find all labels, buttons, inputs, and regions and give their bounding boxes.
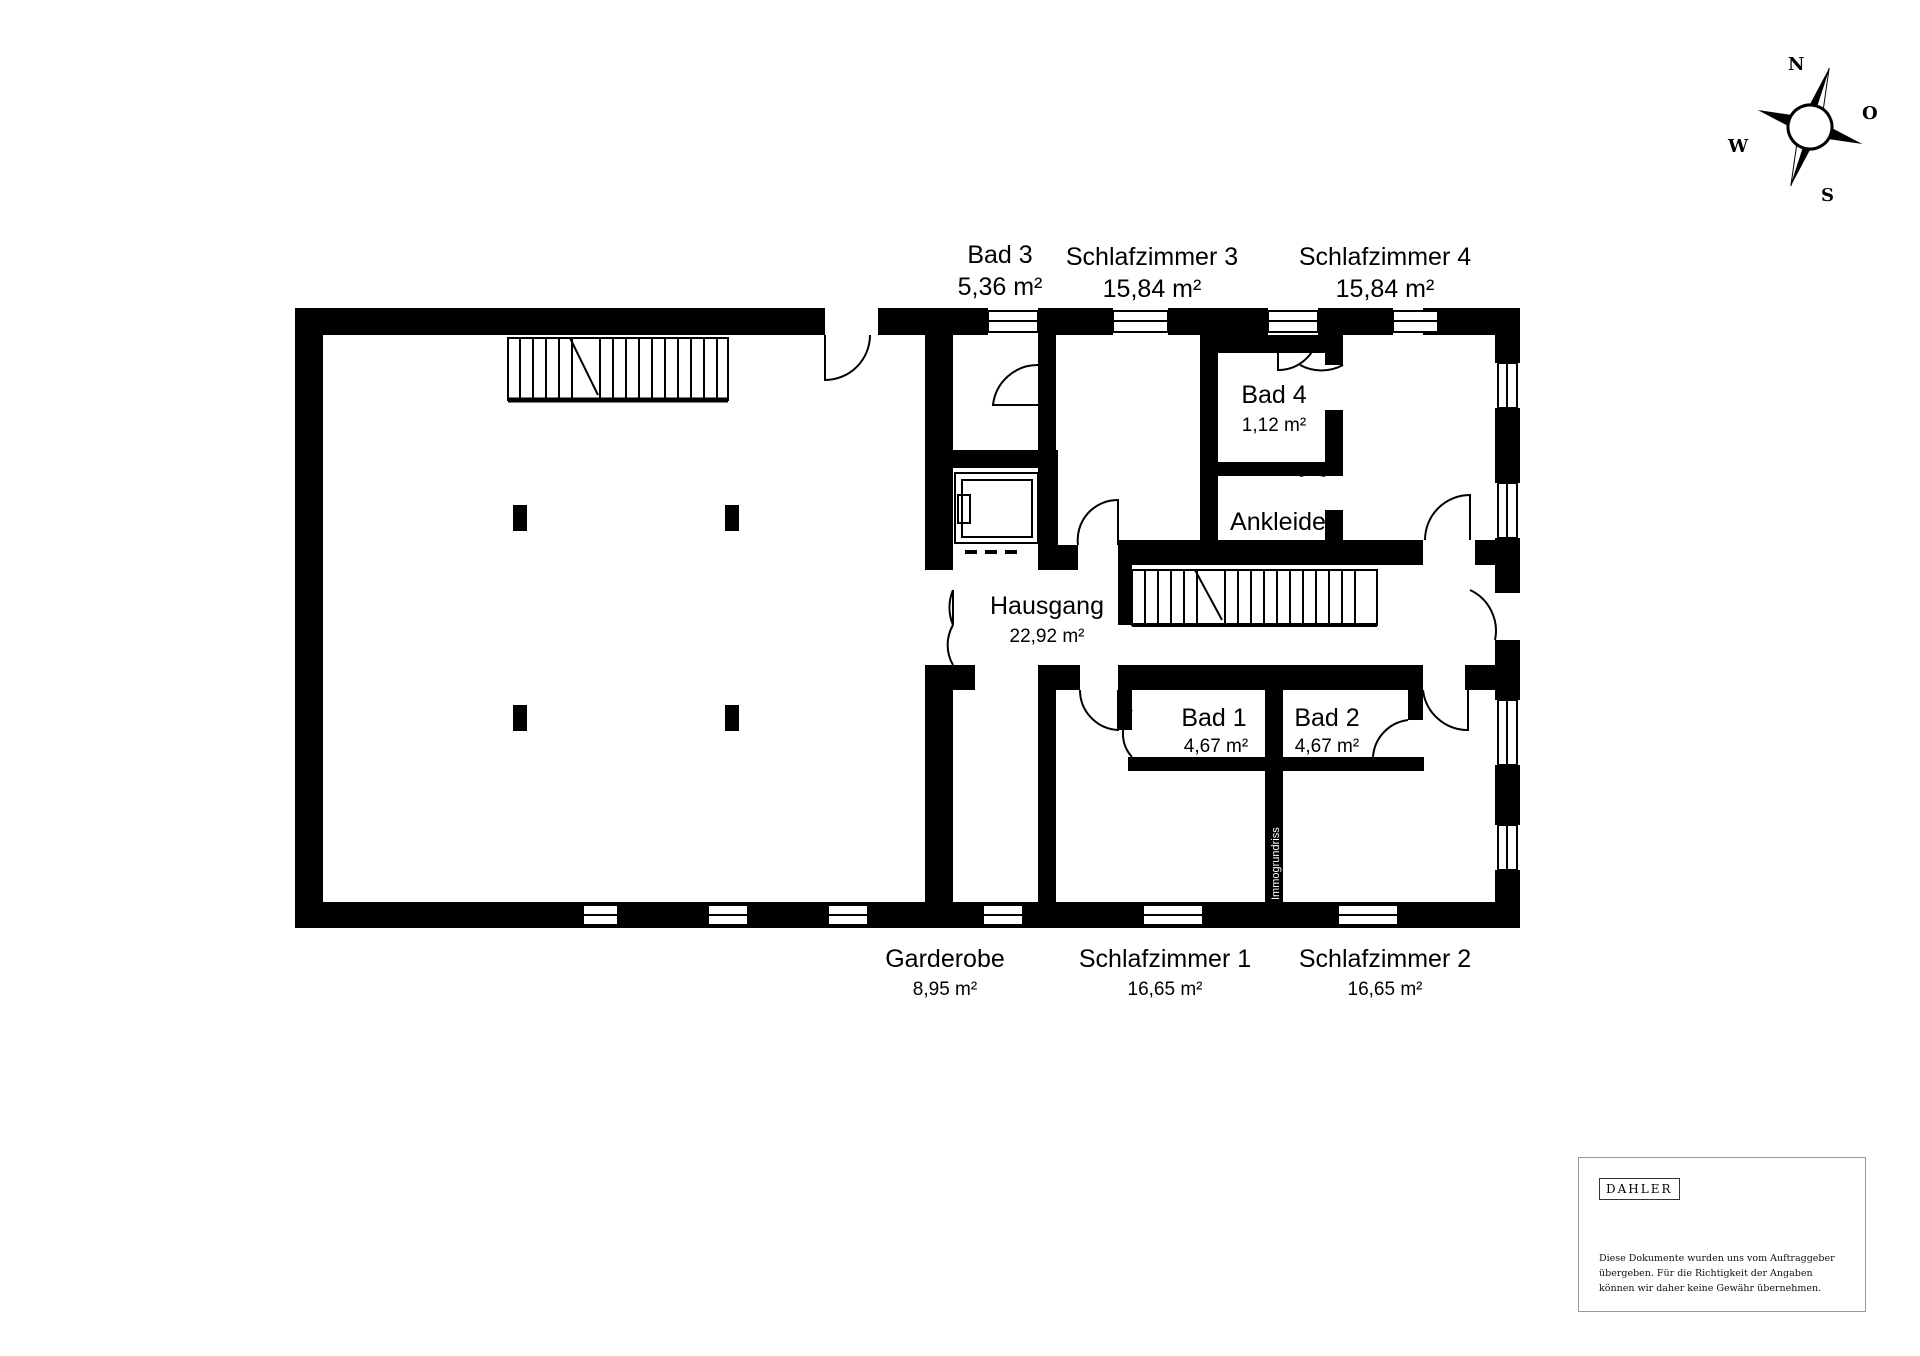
room-name-bad2: Bad 2	[1294, 704, 1359, 732]
compass-rose-icon: N O S W	[1727, 54, 1878, 206]
washer-fixture	[954, 472, 1039, 544]
room-area-hausgang: 22,92 m²	[1010, 626, 1085, 647]
room-area-bad2: 4,67 m²	[1295, 736, 1359, 757]
room-name-ankleide: Ankleide	[1230, 508, 1326, 536]
room-area-bad1: 4,67 m²	[1184, 736, 1248, 757]
room-area-garderobe: 8,95 m²	[913, 979, 977, 1000]
compass-south: S	[1821, 185, 1834, 206]
room-name-bad3: Bad 3	[967, 241, 1032, 269]
room-name-bad4: Bad 4	[1241, 381, 1306, 409]
room-name-schlaf4: Schlafzimmer 4	[1299, 243, 1471, 271]
compass-west: W	[1727, 136, 1749, 157]
room-area-schlaf2: 16,65 m²	[1348, 979, 1423, 1000]
compass-east: O	[1862, 103, 1878, 124]
walls	[295, 308, 1520, 928]
room-name-hausgang: Hausgang	[990, 592, 1104, 620]
room-name-schlaf1: Schlafzimmer 1	[1079, 945, 1251, 973]
staircase-hallway	[1131, 569, 1378, 627]
room-area-schlaf3: 15,84 m²	[1103, 275, 1202, 303]
room-name-garderobe: Garderobe	[885, 945, 1005, 973]
room-labels: Bad 3 5,36 m² Schlafzimmer 3 15,84 m² Sc…	[885, 241, 1471, 1000]
room-area-bad4: 1,12 m²	[1242, 415, 1306, 436]
columns	[513, 505, 739, 731]
compass-north: N	[1788, 54, 1804, 75]
room-area-schlaf4: 15,84 m²	[1336, 275, 1435, 303]
watermark-text: Immogrundriss	[1270, 827, 1282, 900]
disclaimer-note: Diese Dokumente wurden uns vom Auftragge…	[1599, 1253, 1835, 1294]
disclaimer-box: DAHLER Diese Dokumente wurden uns vom Au…	[1578, 1157, 1866, 1312]
room-area-schlaf1: 16,65 m²	[1128, 979, 1203, 1000]
room-name-bad1: Bad 1	[1181, 704, 1246, 732]
dahler-logo: DAHLER	[1599, 1178, 1680, 1200]
room-name-schlaf2: Schlafzimmer 2	[1299, 945, 1471, 973]
room-area-bad3: 5,36 m²	[958, 273, 1043, 301]
window-lines	[583, 320, 1508, 916]
staircase-upper	[507, 337, 729, 403]
doors	[824, 334, 1497, 758]
room-name-schlaf3: Schlafzimmer 3	[1066, 243, 1238, 271]
